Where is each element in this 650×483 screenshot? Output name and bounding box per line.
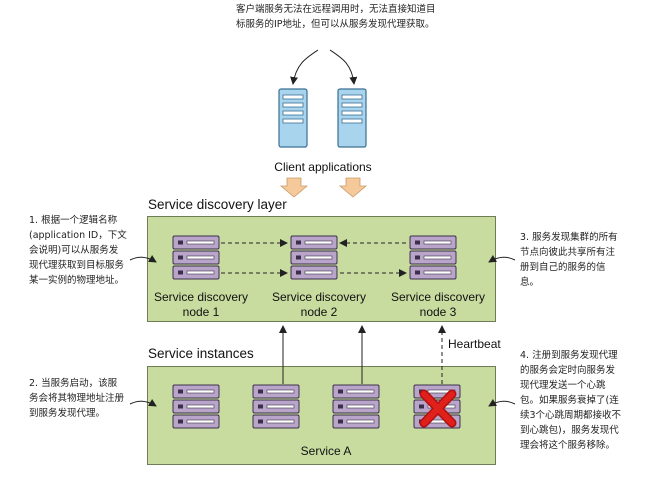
note-3-line-1: 3. 服务发现集群的所有	[520, 232, 618, 243]
discovery-node-2-line-2: node 2	[300, 305, 338, 319]
top-note-line-1: 客户端服务无法在远程调用时，无法直接知道目	[236, 4, 436, 15]
discovery-node-1-line-2: node 1	[182, 305, 220, 319]
note-1-line-3: 会说明)可以从服务发	[29, 245, 119, 256]
note-4-line-7: 理会将这个服务移除。	[520, 440, 616, 451]
discovery-node-3-line-1: Service discovery	[390, 290, 486, 304]
note-4: 4. 注册到服务发现代理 的服务会定时向服务发 现代理发送一个心跳 包。如果服务…	[520, 348, 640, 453]
note-1-line-2: (application ID，下文	[29, 230, 127, 241]
failed-x-icon	[419, 389, 457, 428]
note-3-line-4: 息。	[520, 277, 540, 288]
note-4-line-2: 的服务会定时向服务发	[520, 365, 616, 376]
note-1-line-4: 现代理获取到目标服务	[29, 260, 125, 271]
discovery-node-3-line-2: node 3	[419, 305, 457, 319]
discovery-node-2-label: Service discovery node 2	[264, 290, 374, 320]
client-server-2	[337, 88, 367, 148]
note-2-line-3: 到服务发现代理。	[29, 408, 106, 419]
top-note-line-2: 标服务的IP地址，但可以从服务发现代理获取。	[236, 19, 435, 30]
service-discovery-layer-title: Service discovery layer	[148, 197, 287, 212]
note-4-line-1: 4. 注册到服务发现代理	[520, 350, 618, 361]
note-1-line-1: 1. 根据一个逻辑名称	[29, 215, 118, 226]
note-3: 3. 服务发现集群的所有 节点向彼此共享所有注 册到自己的服务的信 息。	[520, 230, 635, 290]
note-3-line-3: 册到自己的服务的信	[520, 262, 606, 273]
service-instance-1	[172, 384, 220, 429]
note-1: 1. 根据一个逻辑名称 (application ID，下文 会说明)可以从服务…	[29, 213, 139, 288]
note-1-line-5: 某一实例的物理地址。	[29, 275, 125, 286]
discovery-node-3-label: Service discovery node 3	[383, 290, 493, 320]
note-2-line-2: 务会将其物理地址注册	[29, 393, 125, 404]
note-2-line-1: 2. 当服务启动，该服	[29, 378, 118, 389]
discovery-node-1-line-1: Service discovery	[153, 290, 249, 304]
note-4-line-6: 到心跳包)，服务发现代	[520, 425, 619, 436]
note-4-line-3: 现代理发送一个心跳	[520, 380, 606, 391]
service-a-label: Service A	[300, 444, 352, 458]
discovery-node-2-line-1: Service discovery	[271, 290, 367, 304]
top-note: 客户端服务无法在远程调用时，无法直接知道目 标服务的IP地址，但可以从服务发现代…	[236, 2, 436, 32]
client-to-discovery-arrow-1	[279, 177, 309, 198]
client-to-discovery-arrow-2	[338, 177, 368, 198]
note-3-line-2: 节点向彼此共享所有注	[520, 247, 616, 258]
discovery-node-1-label: Service discovery node 1	[146, 290, 256, 320]
discovery-node-3-server	[409, 235, 457, 280]
service-instance-2	[252, 384, 300, 429]
service-instances-title: Service instances	[148, 346, 254, 361]
note-4-line-5: 续3个心跳周期都接收不	[520, 410, 622, 421]
note-4-line-4: 包。如果服务衰掉了(连	[520, 395, 619, 406]
note-2: 2. 当服务启动，该服 务会将其物理地址注册 到服务发现代理。	[29, 376, 139, 421]
client-server-1	[278, 88, 308, 148]
service-instance-3	[332, 384, 380, 429]
heartbeat-label: Heartbeat	[448, 337, 501, 351]
discovery-node-2-server	[290, 235, 338, 280]
discovery-node-1-server	[172, 235, 220, 280]
client-applications-label: Client applications	[274, 160, 372, 174]
